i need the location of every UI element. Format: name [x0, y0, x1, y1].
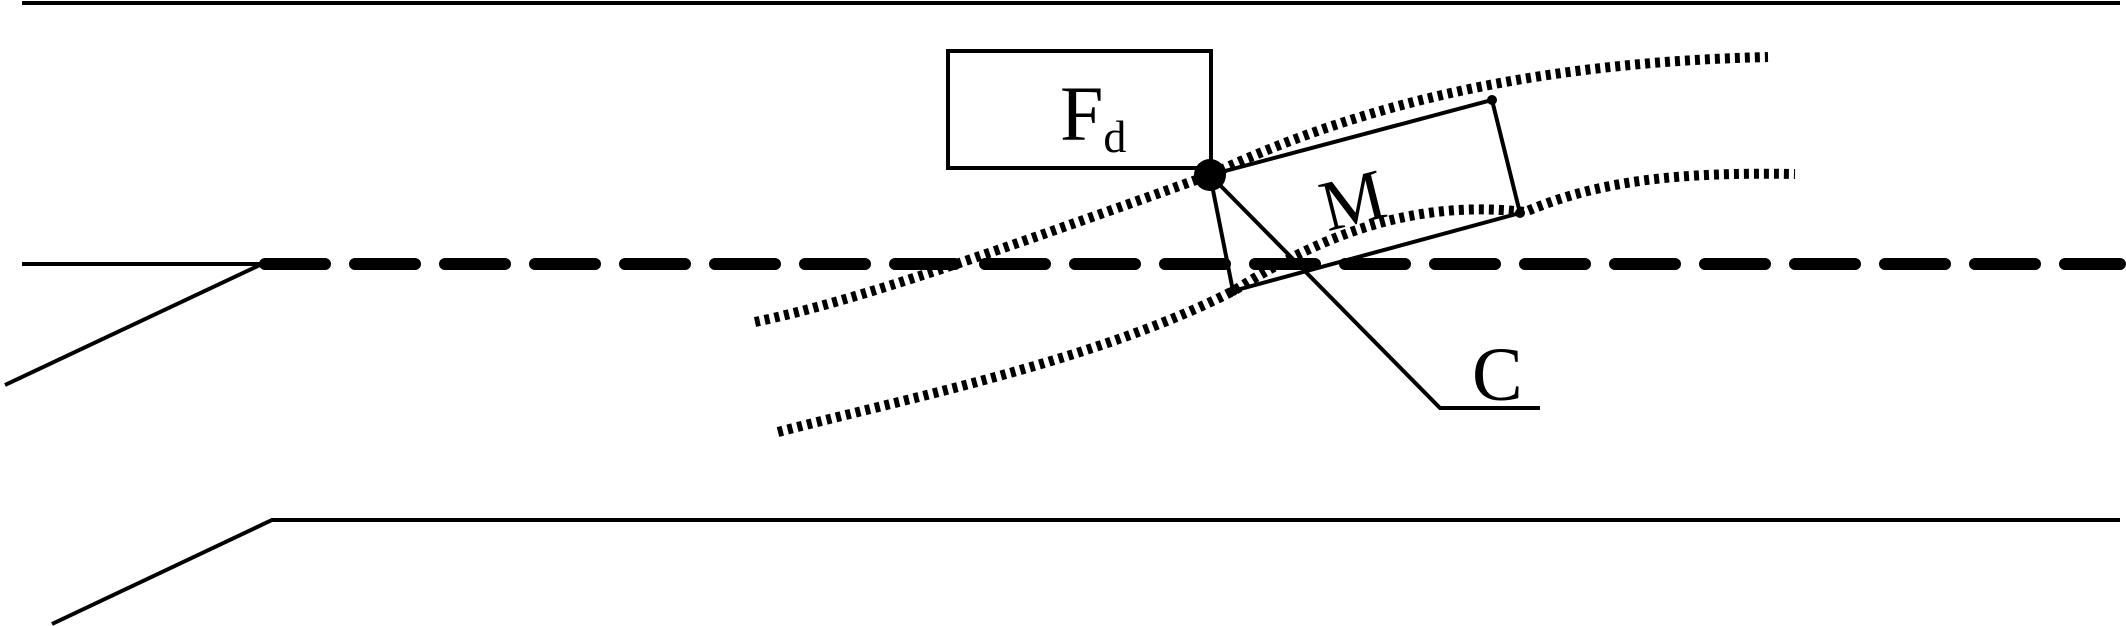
joint-dot [1487, 95, 1497, 105]
force-box [946, 49, 1213, 170]
force-label-subscript: d [1103, 111, 1126, 162]
force-label-main: F [1060, 70, 1103, 157]
lower-dotted-trajectory [776, 168, 1796, 437]
bottom-boundary-line [51, 518, 2120, 626]
pivot-joint [1194, 159, 1226, 191]
damping-label: C [1472, 333, 1523, 417]
upper-dotted-trajectory [753, 52, 1769, 327]
mass-label: M [1312, 154, 1393, 247]
force-label: Fd [1060, 70, 1126, 162]
joint-dot [1515, 208, 1525, 218]
damping-leader-line [1208, 173, 1540, 410]
angled-entry-line [4, 262, 263, 387]
joint-dot [1228, 286, 1238, 296]
